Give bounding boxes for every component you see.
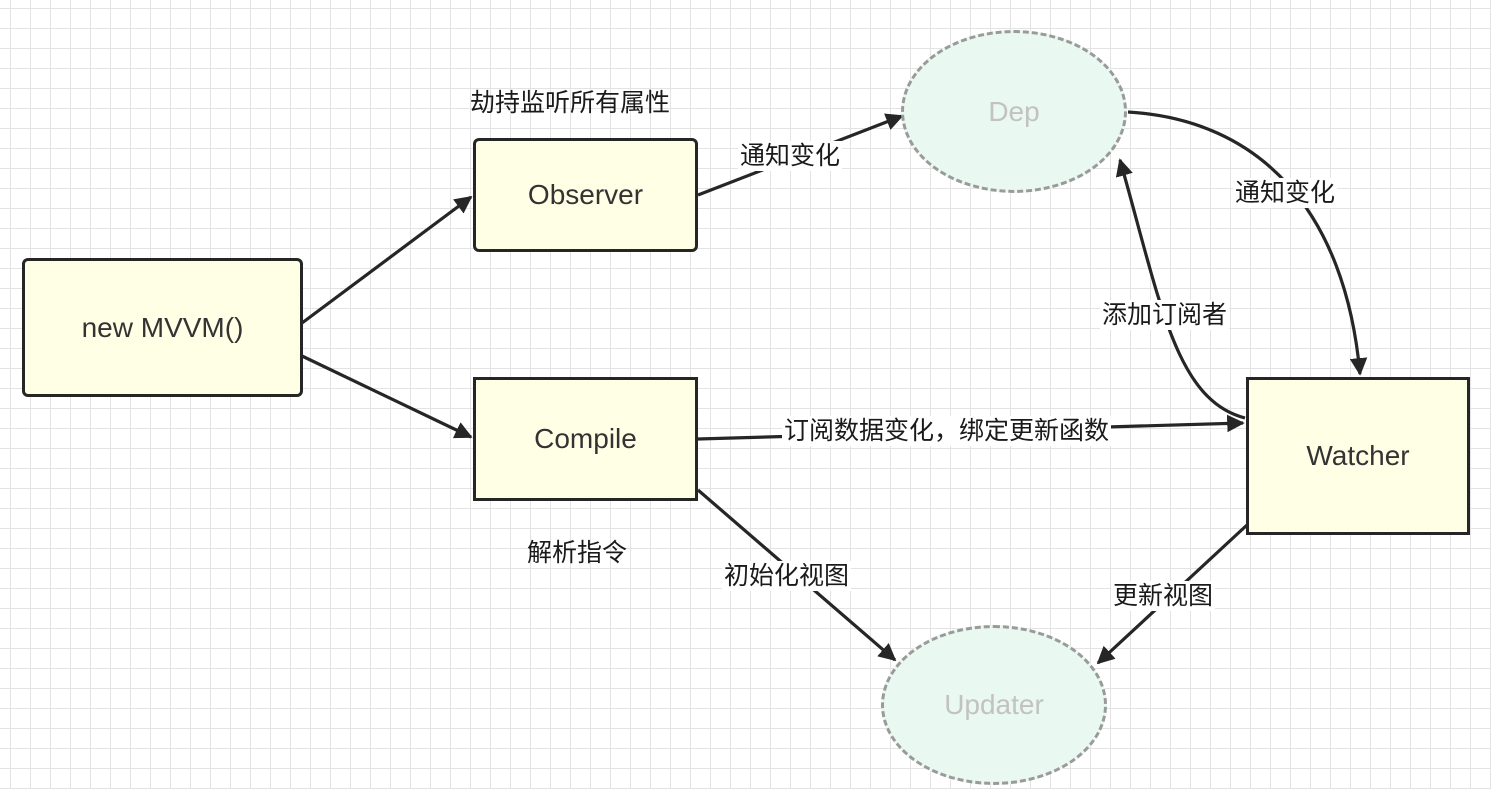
label-notify-change-observer: 通知变化 — [738, 141, 843, 171]
node-compile[interactable]: Compile — [473, 377, 698, 501]
node-new-mvvm-label: new MVVM() — [81, 311, 244, 343]
node-compile-label: Compile — [534, 423, 637, 454]
node-dep[interactable]: Dep — [901, 30, 1127, 193]
node-watcher-label: Watcher — [1306, 440, 1410, 471]
node-observer[interactable]: Observer — [473, 138, 698, 252]
edge-watcher-to-dep — [1115, 158, 1246, 420]
node-updater[interactable]: Updater — [881, 625, 1107, 785]
node-observer-label: Observer — [527, 179, 644, 210]
label-parse-directive: 解析指令 — [527, 538, 628, 567]
label-add-subscriber: 添加订阅者 — [1100, 300, 1230, 330]
label-notify-change-dep: 通知变化 — [1233, 178, 1338, 208]
edge-mvvm-to-compile — [301, 354, 473, 439]
label-subscribe-bind: 订阅数据变化，绑定更新函数 — [782, 416, 1112, 446]
node-updater-label: Updater — [944, 689, 1044, 720]
label-observer-note: 劫持监听所有属性 — [470, 88, 671, 117]
edge-mvvm-to-observer — [301, 195, 473, 325]
label-init-view: 初始化视图 — [722, 561, 852, 591]
node-dep-label: Dep — [988, 95, 1040, 127]
node-watcher[interactable]: Watcher — [1246, 377, 1470, 535]
edge-dep-to-watcher — [1127, 110, 1368, 376]
label-update-view: 更新视图 — [1111, 581, 1216, 611]
node-new-mvvm[interactable]: new MVVM() — [22, 258, 303, 397]
